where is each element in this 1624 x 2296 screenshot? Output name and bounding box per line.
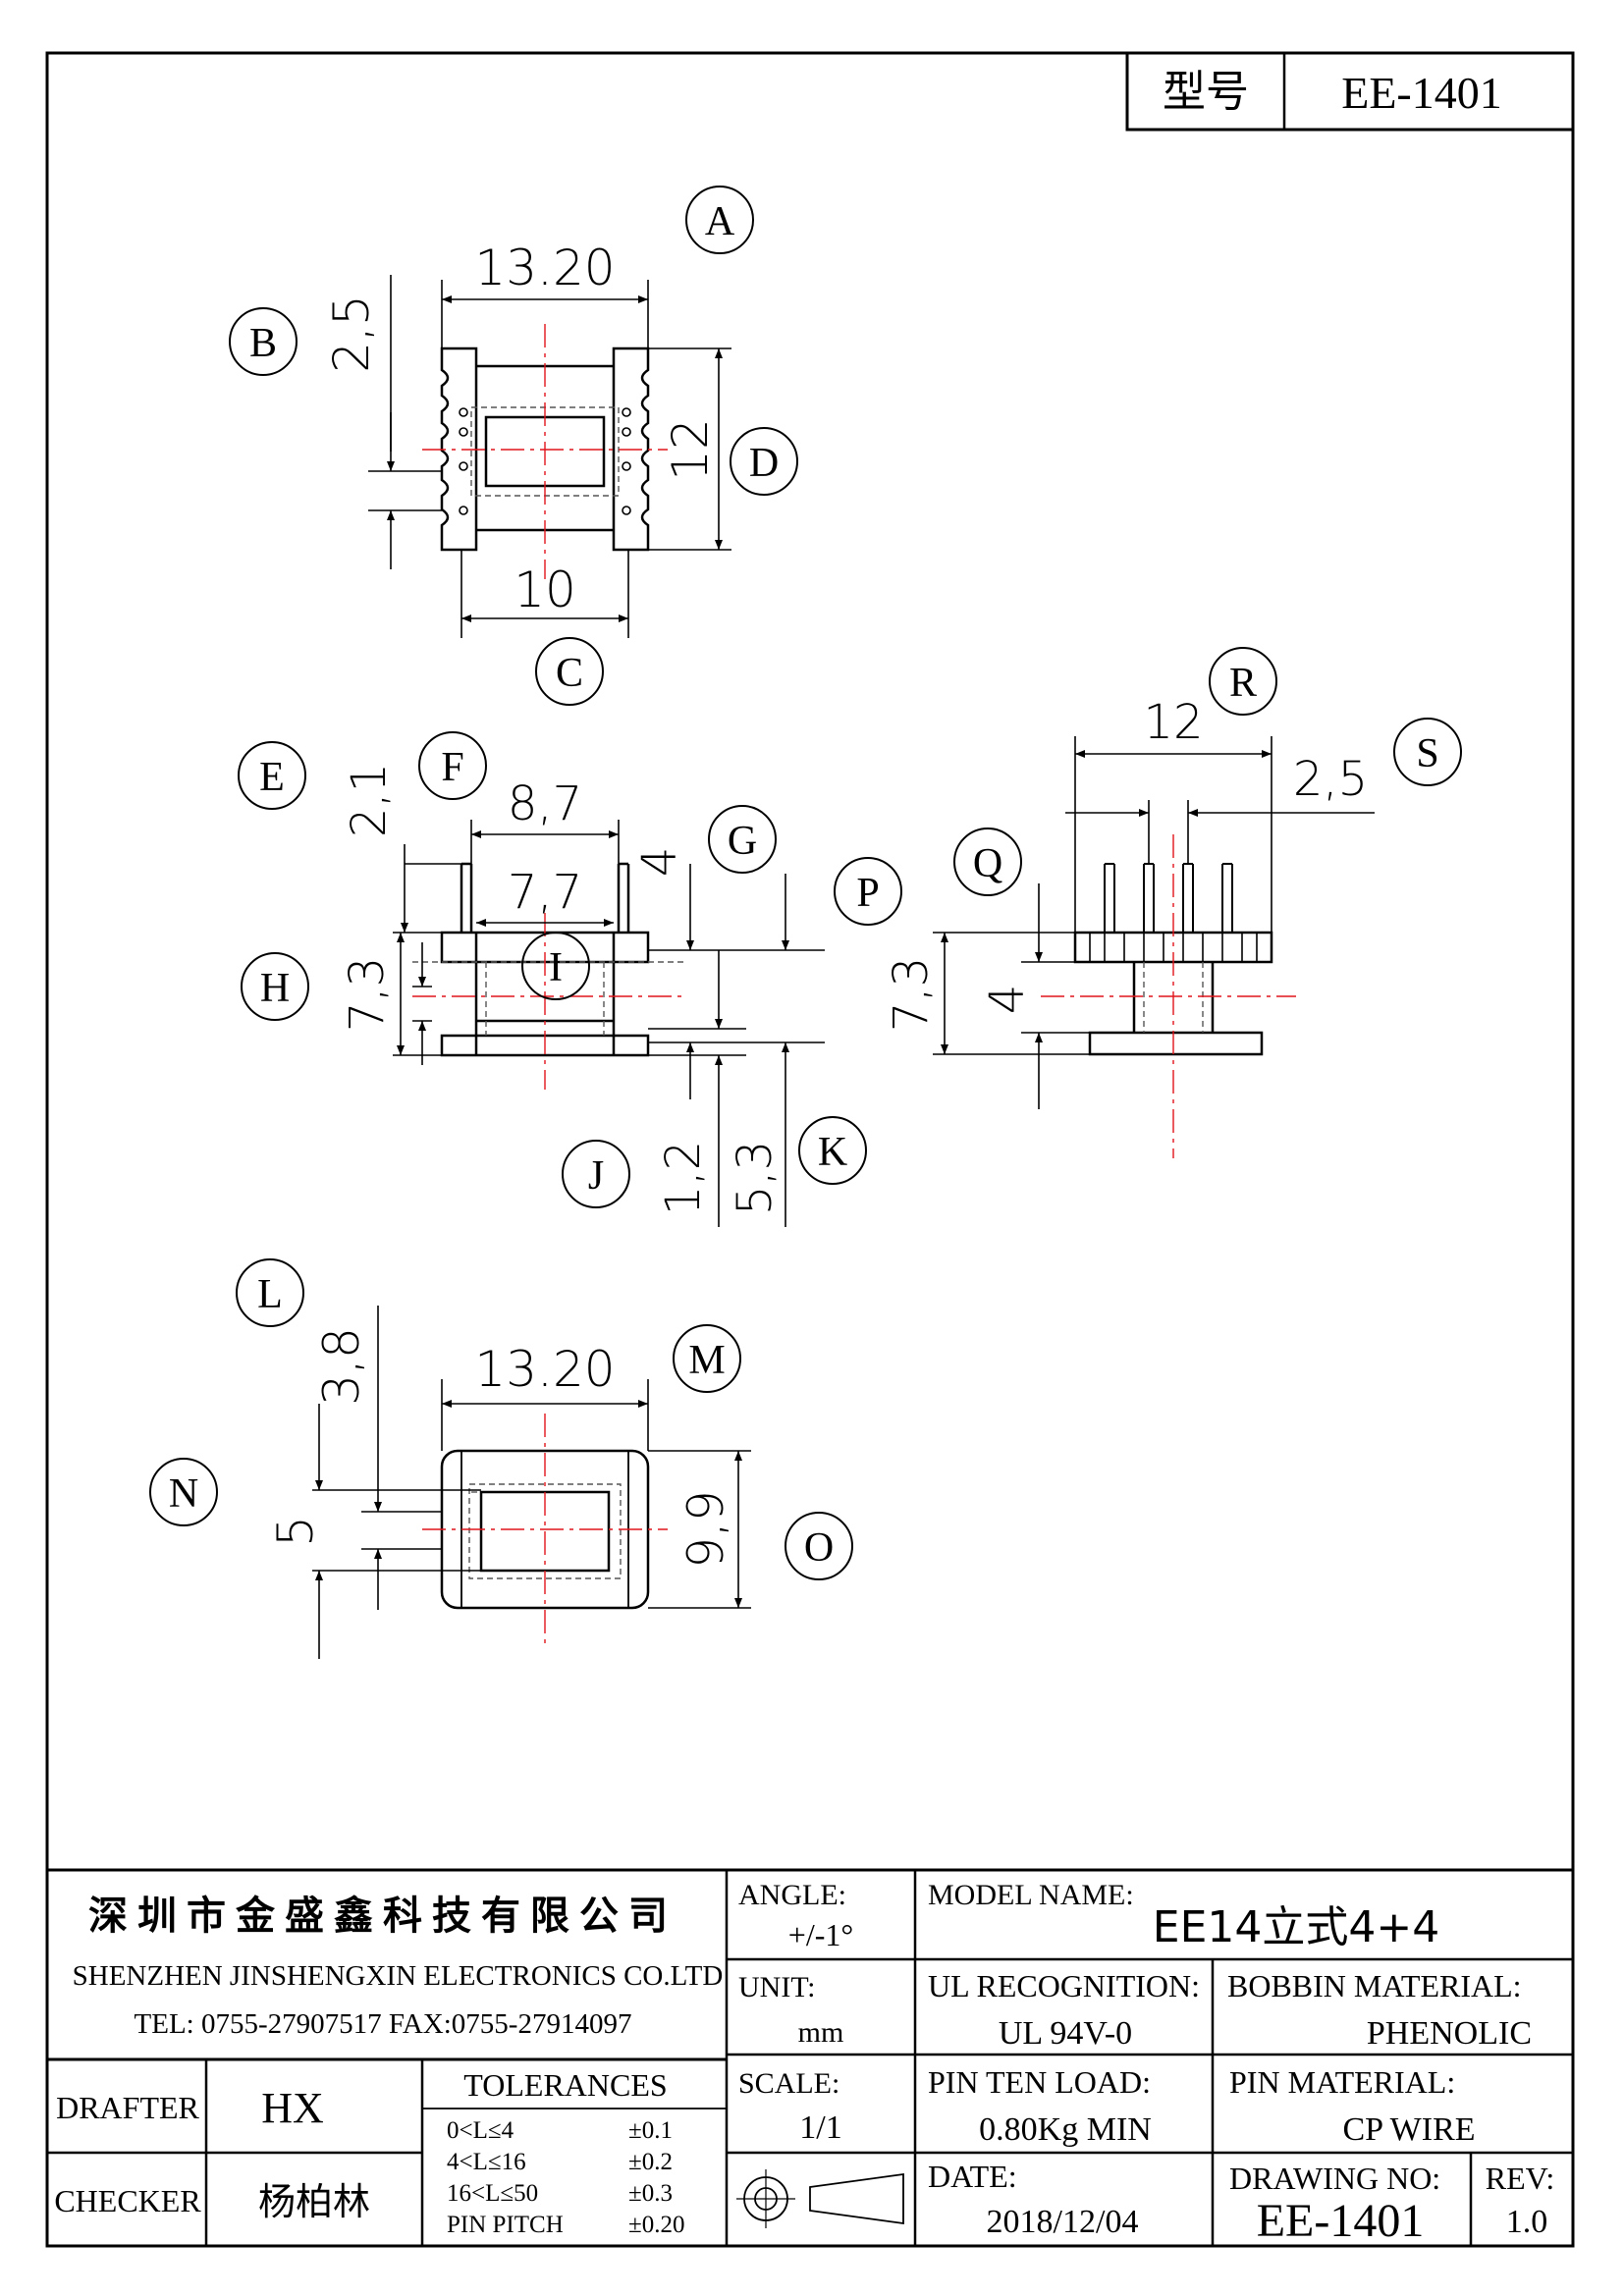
balloons (149, 186, 1462, 1580)
balloon-p: P (856, 871, 879, 916)
balloon-m: M (688, 1338, 725, 1383)
dim-top-height: 12 (662, 418, 719, 481)
dim-bot-o: 9,9 (677, 1490, 734, 1569)
model-name-value: EE14立式4+4 (1153, 1902, 1439, 1952)
balloon-h: H (260, 966, 290, 1011)
balloon-d: D (749, 441, 779, 486)
header-model: EE-1401 (1341, 68, 1502, 118)
projection-symbol-icon (736, 2169, 904, 2228)
drawing-no-label: DRAWING NO: (1229, 2161, 1440, 2196)
tolerance-value: ±0.3 (628, 2180, 673, 2207)
balloon-r: R (1229, 661, 1257, 706)
dim-side-outer: 8,7 (508, 776, 582, 831)
ul-label: UL RECOGNITION: (928, 1968, 1200, 2003)
checker-label: CHECKER (54, 2183, 201, 2218)
dim-side-k: 5,3 (728, 1141, 783, 1215)
bottom-view (312, 1306, 751, 1659)
sheet-border (45, 51, 1575, 2248)
dim-bot-n: 5 (267, 1516, 324, 1547)
dim-bot-width: 13.20 (474, 1341, 615, 1398)
tolerances-label: TOLERANCES (463, 2067, 667, 2103)
tolerance-value: ±0.2 (628, 2149, 673, 2175)
date-label: DATE: (928, 2159, 1017, 2194)
unit-label: UNIT: (738, 1971, 816, 2003)
dim-side-j: 1,2 (656, 1141, 711, 1215)
bobbin-label: BOBBIN MATERIAL: (1227, 1968, 1522, 2003)
tolerance-value: ±0.1 (628, 2117, 673, 2144)
dim-right-width: 12 (1143, 695, 1203, 750)
tolerance-range: 4<L≤16 (447, 2149, 526, 2175)
checker-value: 杨柏林 (258, 2180, 370, 2223)
date-value: 2018/12/04 (987, 2204, 1139, 2240)
pin-load-label: PIN TEN LOAD: (928, 2064, 1151, 2100)
scale-value: 1/1 (799, 2109, 841, 2146)
title-block (47, 1868, 1573, 2246)
dim-right-pitch: 2,5 (1293, 752, 1368, 807)
company-name-en: SHENZHEN JINSHENGXIN ELECTRONICS CO.LTD (73, 1960, 724, 1992)
balloon-q: Q (973, 841, 1002, 886)
dim-top-inner: 10 (514, 561, 576, 618)
dim-side-inner: 7,7 (508, 865, 582, 920)
balloon-n: N (169, 1471, 198, 1517)
top-view (368, 275, 731, 638)
tolerance-range: 0<L≤4 (447, 2117, 514, 2144)
pin-load-value: 0.80Kg MIN (979, 2111, 1152, 2148)
dim-side-g: 4 (632, 847, 687, 878)
dim-right-total: 7,3 (884, 957, 939, 1032)
dim-bot-l: 3,8 (313, 1327, 370, 1406)
dim-top-pin-offset: 2,5 (323, 294, 380, 373)
company-contact: TEL: 0755-27907517 FAX:0755-27914097 (135, 2008, 632, 2040)
dim-side-pin-len: 2,1 (342, 763, 397, 837)
header-type-label: 型号 (1163, 67, 1249, 117)
dim-side-total: 7,3 (340, 957, 395, 1032)
angle-value: +/-1° (788, 1917, 853, 1952)
tolerance-range: 16<L≤50 (447, 2180, 538, 2207)
ul-value: UL 94V-0 (999, 2015, 1132, 2052)
rev-value: 1.0 (1506, 2204, 1548, 2240)
dim-right-body: 4 (980, 985, 1035, 1015)
balloon-c: C (556, 651, 583, 696)
balloon-a: A (705, 199, 735, 244)
rev-label: REV: (1486, 2161, 1555, 2196)
tolerance-value: ±0.20 (628, 2212, 684, 2238)
balloon-g: G (728, 819, 757, 864)
balloon-s: S (1416, 731, 1438, 776)
drafter-label: DRAFTER (56, 2090, 199, 2125)
tolerance-range: PIN PITCH (447, 2212, 564, 2238)
bobbin-value: PHENOLIC (1367, 2015, 1532, 2052)
balloon-o: O (804, 1525, 834, 1571)
model-name-label: MODEL NAME: (928, 1879, 1134, 1911)
drawing-no-value: EE-1401 (1257, 2195, 1425, 2247)
pin-material-value: CP WIRE (1342, 2111, 1475, 2148)
balloon-e: E (259, 755, 285, 800)
pin-material-label: PIN MATERIAL: (1229, 2064, 1455, 2100)
dim-top-width: 13.20 (474, 240, 615, 296)
drafter-value: HX (261, 2084, 324, 2132)
header-model-box: 型号 EE-1401 (1125, 51, 1575, 132)
balloon-j: J (588, 1153, 604, 1199)
unit-value: mm (798, 2016, 844, 2049)
balloon-b: B (249, 321, 277, 366)
balloon-l: L (257, 1272, 283, 1317)
side-view (393, 820, 825, 1227)
angle-label: ANGLE: (738, 1879, 846, 1911)
balloon-i: I (549, 945, 563, 990)
company-name-cn: 深圳市金盛鑫科技有限公司 (88, 1894, 677, 1939)
balloon-k: K (818, 1130, 847, 1175)
balloon-f: F (441, 745, 463, 790)
scale-label: SCALE: (738, 2067, 839, 2100)
right-view (933, 736, 1375, 1158)
